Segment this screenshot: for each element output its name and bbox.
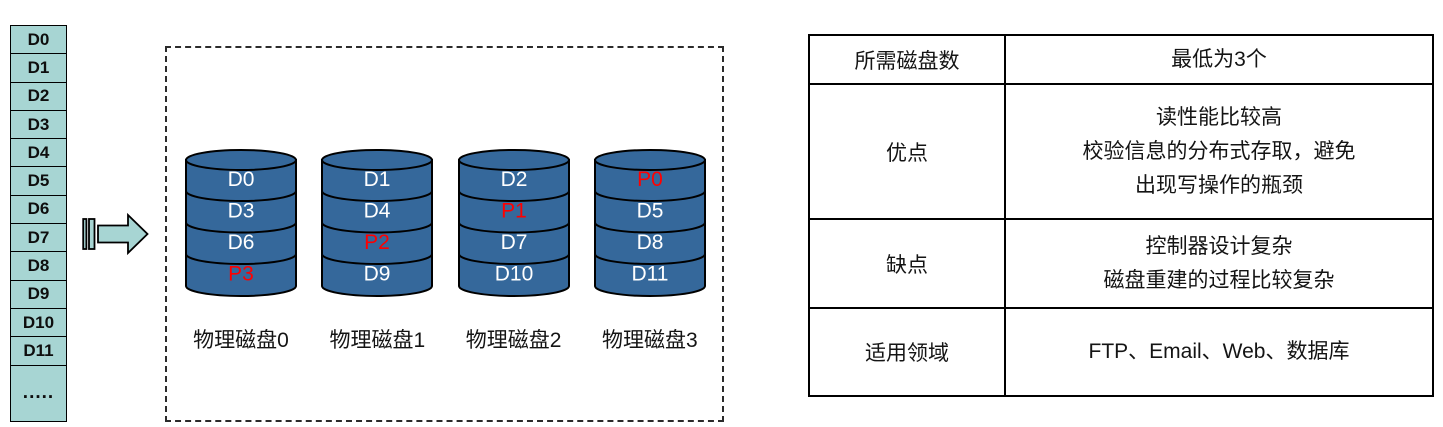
parity-block-label: P0 (637, 168, 663, 191)
data-block-label: D6 (228, 231, 255, 254)
disk-name-label: 物理磁盘2 (465, 329, 562, 352)
table-row-value: 读性能比较高校验信息的分布式存取，避免出现写操作的瓶颈 (1004, 83, 1434, 220)
stripe-more-cell: ..... (11, 365, 66, 421)
data-block-label: D4 (364, 200, 391, 223)
stripe-block-cell: D2 (11, 82, 66, 111)
table-row: 优点读性能比较高校验信息的分布式存取，避免出现写操作的瓶颈 (808, 83, 1434, 220)
stripe-block-cell: D11 (11, 337, 66, 366)
table-row-header: 优点 (808, 83, 1006, 220)
table-row: 所需磁盘数 最低为3个 (808, 34, 1434, 85)
table-row-header: 缺点 (808, 218, 1006, 309)
data-block-label: D1 (364, 168, 391, 191)
table-value-line: 控制器设计复杂 (1145, 234, 1293, 258)
table-row-header: 所需磁盘数 (808, 34, 1006, 85)
data-block-label: D0 (228, 168, 255, 191)
data-block-label: D10 (494, 263, 533, 286)
data-block-label: D9 (364, 263, 391, 286)
disk-name-label: 物理磁盘3 (602, 329, 698, 352)
parity-block-label: P3 (228, 263, 254, 286)
data-block-label: D11 (631, 263, 668, 286)
parity-block-label: P2 (364, 231, 390, 254)
stripe-block-cell: D3 (11, 110, 66, 140)
disk-name-label: 物理磁盘1 (329, 329, 426, 352)
table-value-line: 校验信息的分布式存取，避免 (1082, 139, 1356, 163)
data-block-label: D2 (500, 168, 527, 191)
table-row-value: FTP、Email、Web、数据库 (1004, 307, 1434, 397)
stripe-block-cell: D9 (11, 280, 66, 309)
stripe-block-cell: D1 (11, 54, 66, 83)
data-block-label: D3 (228, 200, 255, 223)
stripe-block-cell: D7 (11, 224, 66, 253)
data-block-label: D5 (636, 200, 663, 223)
table-row-header: 适用领域 (808, 307, 1006, 397)
stripe-block-cell: D0 (11, 26, 66, 55)
data-block-label: D8 (636, 231, 663, 254)
disk-array-box (165, 46, 724, 422)
mapping-arrow-icon (82, 212, 149, 256)
data-block-label: D7 (500, 231, 527, 254)
raid-info-table: 所需磁盘数最低为3个优点读性能比较高校验信息的分布式存取，避免出现写操作的瓶颈缺… (808, 34, 1434, 397)
stripe-block-cell: D6 (11, 195, 66, 225)
stripe-block-cell: D10 (11, 308, 66, 338)
table-value-line: 出现写操作的瓶颈 (1135, 173, 1303, 197)
parity-block-label: P1 (501, 200, 527, 223)
table-value-line: 读性能比较高 (1156, 105, 1282, 129)
stripe-block-cell: D4 (11, 139, 66, 168)
table-value-line: FTP、Email、Web、数据库 (1088, 340, 1350, 363)
table-row: 缺点控制器设计复杂磁盘重建的过程比较复杂 (808, 218, 1434, 309)
stripe-block-cell: D5 (11, 167, 66, 196)
stripe-block-cell: D8 (11, 252, 66, 281)
disk-name-label: 物理磁盘0 (193, 329, 289, 352)
table-row: 适用领域 FTP、Email、Web、数据库 (808, 307, 1434, 397)
table-value-line: 最低为3个 (1171, 47, 1267, 71)
table-row-value: 最低为3个 (1004, 34, 1434, 85)
table-value-line: 磁盘重建的过程比较复杂 (1103, 268, 1335, 292)
table-row-value: 控制器设计复杂磁盘重建的过程比较复杂 (1004, 218, 1434, 309)
